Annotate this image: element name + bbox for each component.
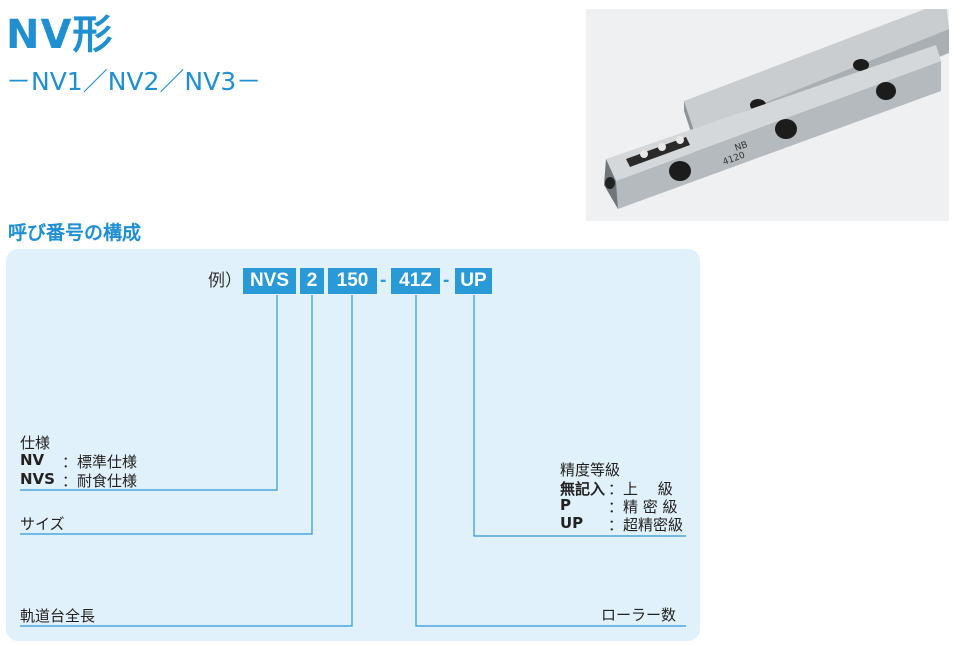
separator-1: - — [380, 270, 387, 291]
leader-size — [20, 295, 313, 535]
leader-accuracy — [473, 295, 686, 537]
accuracy-code-up: UP — [560, 514, 584, 532]
section-title: 呼び番号の構成 — [8, 222, 142, 244]
numbering-panel — [6, 249, 700, 641]
leader-spec — [20, 295, 278, 491]
code-accuracy: UP — [455, 268, 492, 294]
rail-marking-top: NB — [734, 140, 750, 154]
example-label: 例） — [208, 271, 242, 291]
spec-desc-nvs: ：耐食仕様 — [62, 472, 138, 490]
model-subtitle: －NV1／NV2／NV3－ — [6, 67, 262, 96]
page-title: NV形 — [6, 12, 114, 58]
code-length: 150 — [328, 268, 377, 294]
product-photo: NB 4120 — [586, 9, 949, 221]
accuracy-desc-p: ：精 密 級 — [608, 498, 678, 516]
spec-title: 仕様 — [20, 434, 51, 452]
code-size: 2 — [300, 268, 324, 294]
accuracy-code-normal: 無記入 — [560, 480, 606, 498]
length-label: 軌道台全長 — [20, 607, 96, 625]
accuracy-code-p: P — [560, 496, 571, 514]
spec-code-nv: NV — [20, 451, 45, 469]
spec-desc-nv: ：標準仕様 — [62, 453, 138, 471]
leader-roller — [415, 295, 686, 627]
accuracy-title: 精度等級 — [560, 461, 621, 479]
accuracy-desc-normal: ：上 級 — [608, 480, 673, 498]
roller-count-label: ローラー数 — [601, 606, 677, 624]
spec-code-nvs: NVS — [20, 470, 55, 488]
code-rollers: 41Z — [391, 268, 440, 294]
accuracy-desc-up: ：超精密級 — [608, 516, 684, 534]
cross-roller-way-illustration: NB 4120 — [604, 9, 949, 209]
size-label: サイズ — [20, 515, 65, 533]
code-series: NVS — [243, 268, 296, 294]
separator-2: - — [443, 270, 450, 291]
leader-length — [20, 295, 353, 627]
